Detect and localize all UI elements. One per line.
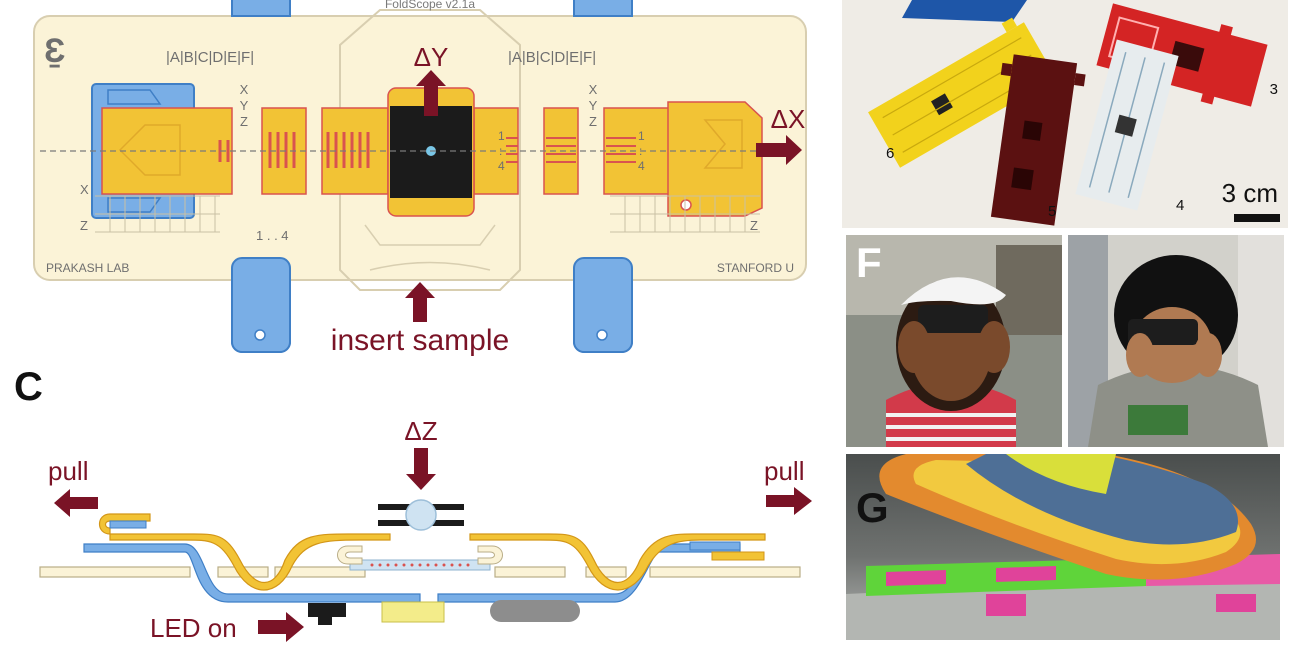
panel-e-photo: 3 6 5 4 3 cm <box>842 0 1288 228</box>
insert-sample-arrow <box>405 282 435 322</box>
letters-right: |A|B|C|D|E|F| <box>508 49 596 66</box>
grid-left <box>95 195 220 233</box>
stripe-marks <box>218 132 370 168</box>
panel-f-photo-left: F <box>846 235 1062 447</box>
delta-z-label: ΔZ <box>404 416 437 446</box>
pull-right-arrow <box>766 487 812 515</box>
fraction-right-top: 1 <box>638 129 645 143</box>
pull-left-arrow <box>54 489 98 517</box>
lab-left: PRAKASH LAB <box>46 261 129 275</box>
led-on-label: LED on <box>150 613 237 643</box>
panel-c-label: C <box>14 365 43 409</box>
letters-left: |A|B|C|D|E|F| <box>166 49 254 66</box>
panel-f-photo-right <box>1068 235 1284 447</box>
lab-right: STANFORD U <box>717 261 794 275</box>
axis-z-right: Z <box>750 218 758 233</box>
battery <box>490 600 580 622</box>
scale-bar <box>1234 214 1280 222</box>
panel-b-diagram: FoldScope v2.1a Ɛ̱ |A|B|C|D|E|F| |A|B|C|… <box>33 0 807 357</box>
strip-hole-right <box>596 329 608 341</box>
panel-f-label: F <box>856 239 882 286</box>
version-text: FoldScope v2.1a <box>385 0 475 11</box>
delta-z-arrow <box>406 448 436 490</box>
panel-g-photo: G <box>846 454 1280 640</box>
diffuser-plate <box>381 601 445 623</box>
fraction-left-mid: : <box>499 144 502 158</box>
pull-left-label: pull <box>48 456 88 486</box>
fraction-right-mid: : <box>639 144 642 158</box>
xyz-right-z: Z <box>589 114 597 129</box>
xyz-left-x: X <box>240 82 249 97</box>
ball-lens <box>405 499 437 531</box>
fraction-right-bot: 4 <box>638 159 645 173</box>
panel-g-label: G <box>856 484 889 531</box>
delta-y-arrow <box>416 70 446 116</box>
grid-right <box>610 195 760 233</box>
axis-x-label: X <box>80 182 89 197</box>
xyz-right-y: Y <box>589 98 598 113</box>
scale-bar-label: 3 cm <box>1222 178 1278 208</box>
photo-number-5: 5 <box>1048 203 1056 220</box>
xyz-left-z: Z <box>240 114 248 129</box>
axis-z-label: Z <box>80 218 88 233</box>
photo-number-3: 3 <box>1270 81 1278 98</box>
led-on-arrow <box>258 612 304 642</box>
fraction-left-top: 1 <box>498 129 505 143</box>
xyz-left-y: Y <box>240 98 249 113</box>
yellow-layer <box>109 533 766 591</box>
scale-range: 1 . . 4 <box>256 228 289 243</box>
strip-hole-left <box>254 329 266 341</box>
yellow-right-end <box>667 101 763 217</box>
led-body <box>308 603 346 617</box>
photo-number-6: 6 <box>886 145 894 162</box>
insert-sample-label: insert sample <box>331 324 509 357</box>
pull-right-label: pull <box>764 456 804 486</box>
delta-x-label: ΔX <box>771 104 806 134</box>
delta-y-label: ΔY <box>414 42 449 72</box>
logo-glyph: Ɛ̱ <box>44 32 65 70</box>
delta-x-arrow <box>756 135 802 165</box>
xyz-right-x: X <box>589 82 598 97</box>
sample-dots <box>370 563 470 567</box>
photo-number-4: 4 <box>1176 197 1184 214</box>
panel-c-diagram: C <box>14 365 812 643</box>
fraction-left-bot: 4 <box>498 159 505 173</box>
